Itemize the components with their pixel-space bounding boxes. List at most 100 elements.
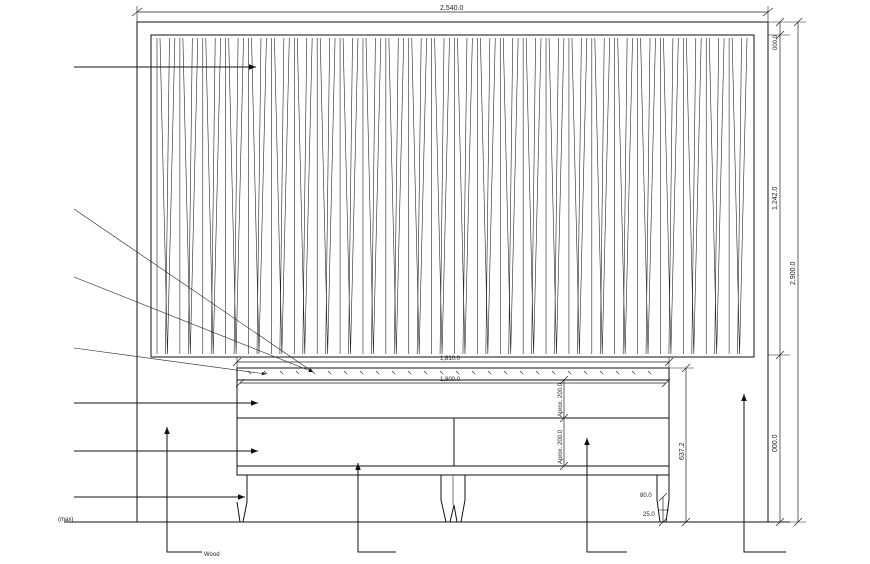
bed-width-dimensions: 1,810.0 1,800.0 [232, 356, 674, 388]
leader-wall-wood [164, 427, 202, 553]
pleat-crease [462, 37, 468, 355]
tuft-mark [359, 370, 364, 375]
tuft-mark [631, 370, 636, 375]
leg-dimensions: 80.0 25.0 [640, 492, 669, 527]
leg-center [440, 474, 466, 523]
tuft-mark [391, 370, 396, 375]
pleat-fold [548, 37, 565, 355]
pleat-crease [210, 37, 216, 355]
tuft-mark [407, 370, 412, 375]
pleat-fold [640, 37, 656, 355]
tuft-mark [279, 370, 284, 375]
leader-wall-right [741, 394, 786, 553]
tufting-marks [247, 370, 652, 375]
tuft-mark [327, 370, 332, 375]
pleat-crease [371, 37, 376, 355]
wall-outline [136, 21, 769, 523]
leg-height-label: 80.0 [640, 493, 652, 499]
leader-lines [73, 64, 314, 500]
total-height-label: 2,900.0 [790, 262, 797, 285]
bed-height-label: 637.2 [679, 442, 686, 460]
pleat-crease [508, 37, 514, 355]
pleat-fold [686, 37, 702, 355]
pleat-fold [480, 37, 496, 355]
tuft-mark [471, 370, 476, 375]
pleat-crease [554, 37, 559, 355]
pleat-crease [577, 37, 582, 355]
tuft-mark [423, 370, 428, 375]
pleat-crease [622, 37, 628, 355]
pleat-fold [319, 37, 336, 355]
overall-width-dimension: 2,540.0 [131, 5, 774, 22]
tuft-mark [583, 370, 588, 375]
pleat-crease [645, 37, 651, 355]
tuft-mark [439, 370, 444, 375]
pleat-crease [691, 37, 697, 355]
top-margin-label: 000.0 [773, 34, 779, 50]
bed-height-dimension: 637.2 [669, 363, 694, 527]
pleat-crease [531, 37, 536, 355]
pleat-crease [737, 37, 742, 355]
pleat-fold [342, 37, 359, 355]
lower-height-label: 000.0 [772, 434, 779, 452]
pleat-crease [599, 37, 605, 355]
pleat-crease [348, 37, 353, 355]
floor-gap-label: 25.0 [643, 512, 655, 518]
pleat-fold [388, 37, 405, 355]
pleat-crease [188, 37, 193, 355]
pleat-crease [393, 37, 399, 355]
pleat-fold [182, 37, 199, 355]
frame-width-label: 1,810.0 [440, 356, 461, 362]
headboard-height-label: 1,242.0 [772, 187, 779, 210]
pleat-crease [439, 37, 445, 355]
pleat-crease [714, 37, 719, 355]
bottom-leaders: Wood [164, 394, 786, 558]
pleat-crease [668, 37, 674, 355]
tuft-mark [487, 370, 492, 375]
upper-mattress-thickness-label: Aprox. 200.0 [558, 382, 564, 417]
tuft-mark [343, 370, 348, 375]
upper-mattress [236, 379, 670, 419]
tuft-mark [615, 370, 620, 375]
mattress-width-label: 1,800.0 [440, 377, 461, 383]
pleat-fold [525, 37, 542, 355]
leg-left [236, 474, 248, 523]
headboard-pleats [156, 37, 748, 355]
right-dimensions: 000.0 1,242.0 2,900.0 000.0 [768, 17, 806, 527]
pleat-fold [708, 37, 725, 355]
leader-diag-3 [73, 347, 267, 376]
pleat-fold [663, 37, 679, 355]
pleat-fold [365, 37, 382, 355]
pleat-fold [502, 37, 519, 355]
tuft-mark [375, 370, 380, 375]
bed-base-rail [236, 465, 670, 476]
tuft-mark [599, 370, 604, 375]
bed-base [236, 367, 670, 523]
tuft-mark [551, 370, 556, 375]
tuft-mark [455, 370, 460, 375]
tuft-mark [535, 370, 540, 375]
lower-mattress-left [236, 417, 455, 467]
pleat-fold [228, 37, 244, 355]
pleat-fold [159, 37, 176, 355]
pleat-fold [251, 37, 267, 355]
tuft-mark [647, 370, 652, 375]
pleat-fold [274, 37, 290, 355]
tuft-mark [295, 370, 300, 375]
pleat-fold [617, 37, 633, 355]
pleat-crease [325, 37, 330, 355]
leader-diag-1 [73, 208, 314, 373]
pleat-fold [594, 37, 610, 355]
pleat-crease [485, 37, 491, 355]
pleat-crease [279, 37, 285, 355]
tuft-mark [567, 370, 572, 375]
tuft-mark [503, 370, 508, 375]
tuft-mark [519, 370, 524, 375]
pleat-fold [297, 37, 313, 355]
leader-lower-right [584, 438, 627, 553]
headboard-panel [150, 34, 755, 358]
mattress-thickness-dimensions: Aprox. 200.0 Aprox. 200.0 [558, 375, 569, 471]
pleat-crease [165, 37, 170, 355]
pleat-fold [411, 37, 427, 355]
